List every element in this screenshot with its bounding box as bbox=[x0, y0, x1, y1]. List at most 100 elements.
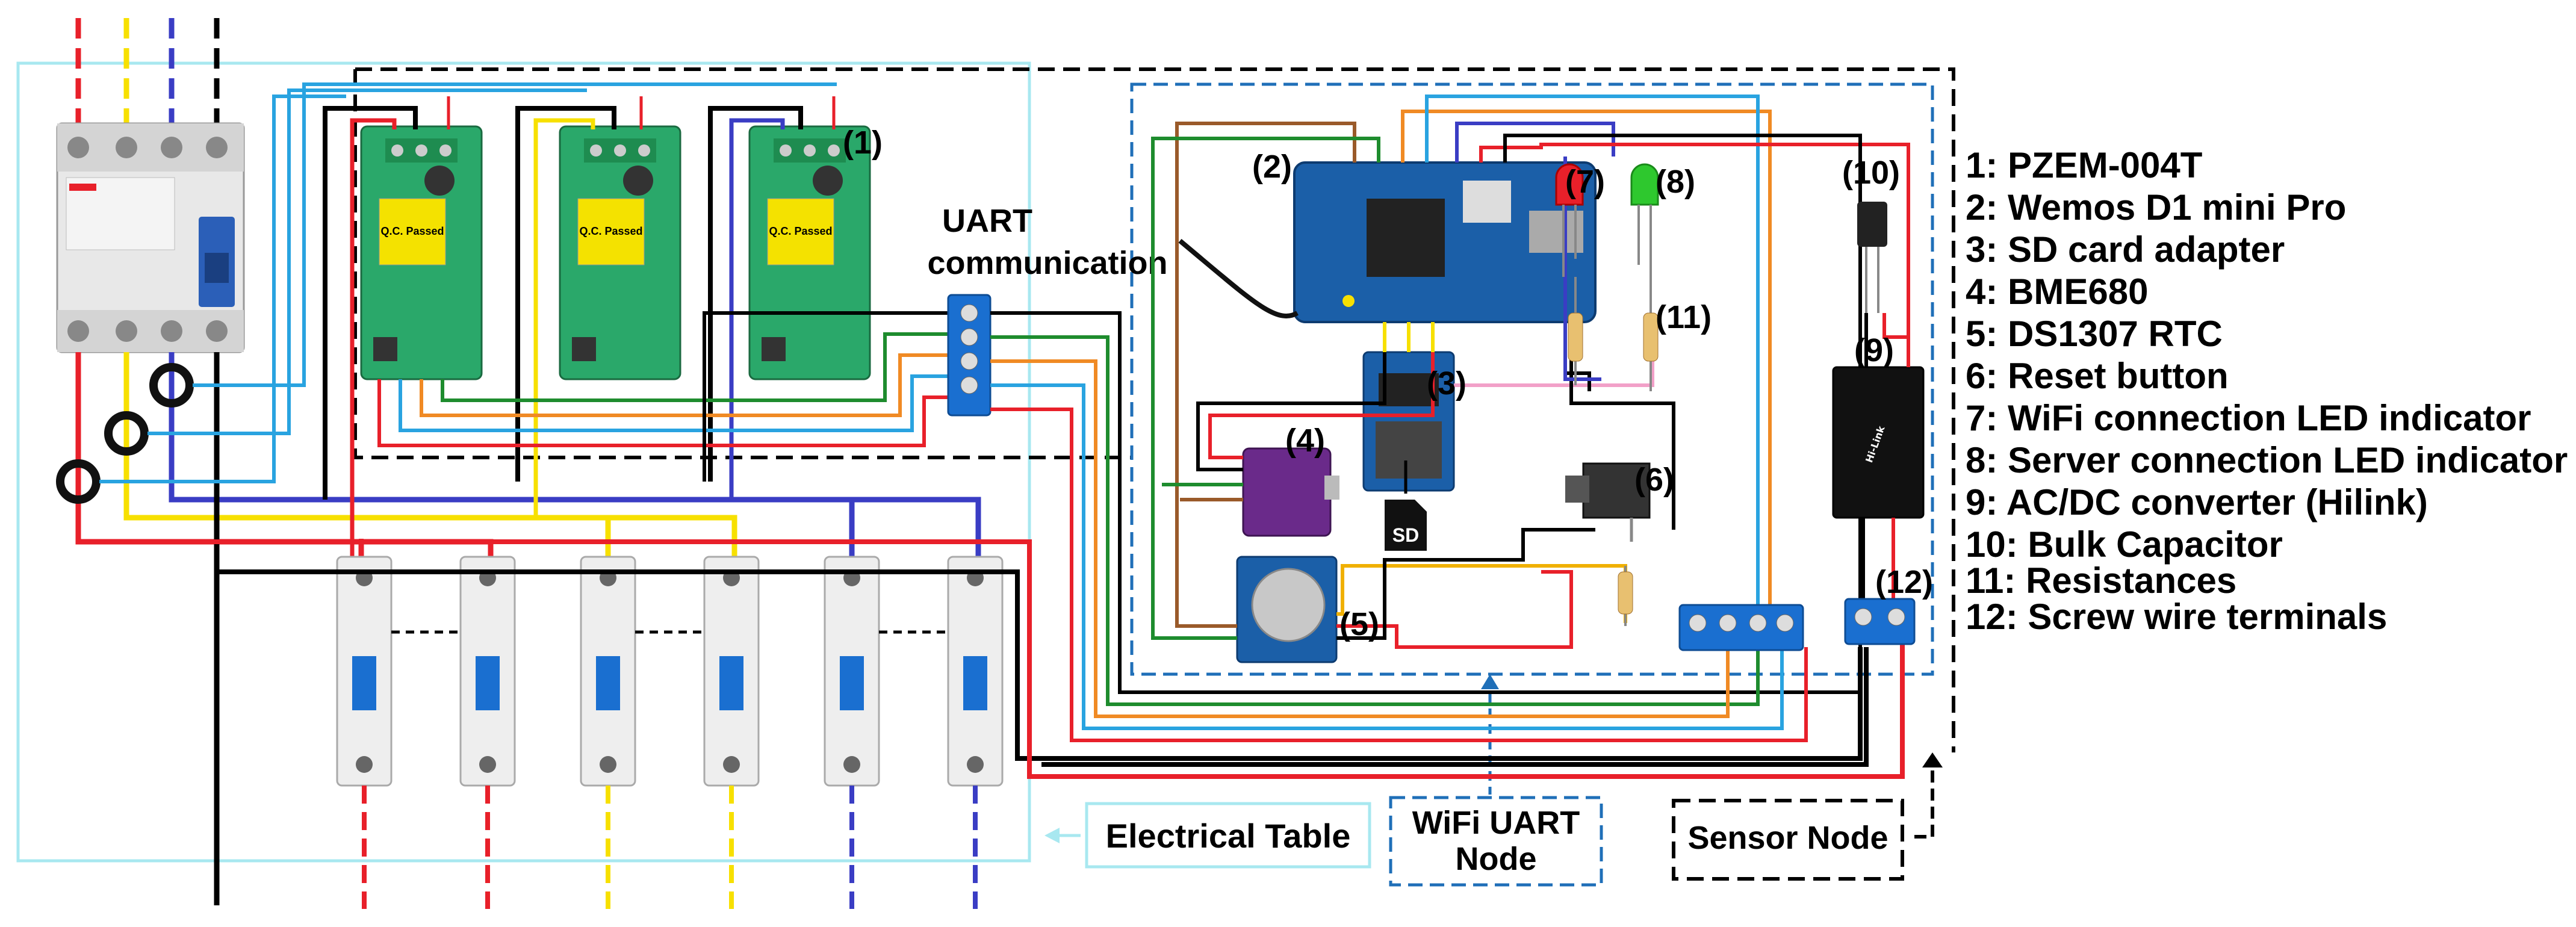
uart-terminal-block bbox=[947, 294, 992, 417]
power-black-to-node-2 bbox=[1041, 647, 1869, 767]
pzem-badge: Q.C. Passed bbox=[380, 225, 444, 237]
current-transformer-2 bbox=[104, 411, 149, 456]
resistor-3 bbox=[1618, 566, 1633, 626]
uart-bus-orange bbox=[420, 353, 948, 417]
bme680-sensor bbox=[1242, 447, 1339, 537]
label-4: (4) bbox=[1285, 423, 1325, 459]
legend-item-10: 10: Bulk Capacitor bbox=[1966, 524, 2283, 565]
node-wire-brown bbox=[1175, 122, 1356, 628]
phase-yellow-bus bbox=[608, 515, 737, 572]
uart-bus-green bbox=[441, 332, 948, 402]
legend-item-2: 2: Wemos D1 mini Pro bbox=[1966, 187, 2346, 228]
uart-label-line1: UART bbox=[942, 203, 1032, 239]
wifi-uart-label-line1: WiFi UART bbox=[1412, 805, 1580, 841]
uart-bus-blue bbox=[399, 374, 948, 432]
mcb-breaker-1 bbox=[336, 556, 393, 787]
resistor-1 bbox=[1568, 277, 1583, 385]
node-wire-red-power bbox=[1208, 352, 1435, 459]
uart-bus-red bbox=[377, 379, 948, 447]
pzem-badge: Q.C. Passed bbox=[769, 225, 832, 237]
pzem-module-2: Q.C. Passed bbox=[559, 125, 681, 380]
legend-item-7: 7: WiFi connection LED indicator bbox=[1966, 398, 2531, 438]
legend-item-12: 12: Screw wire terminals bbox=[1966, 597, 2387, 637]
sd-card-icon: SD bbox=[1385, 500, 1427, 551]
label-11: (11) bbox=[1656, 299, 1712, 335]
wifi-uart-label-line2: Node bbox=[1456, 841, 1537, 877]
node-wire-orange bbox=[1401, 110, 1772, 647]
label-9: (9) bbox=[1854, 332, 1894, 368]
mcb-breaker-4 bbox=[703, 556, 760, 787]
server-led-green bbox=[1630, 163, 1659, 283]
electrical-table-label: Electrical Table bbox=[1106, 817, 1351, 855]
wemos-d1-mini-pro bbox=[1293, 161, 1597, 323]
node-wire-blue-led bbox=[1563, 157, 1601, 381]
reset-button bbox=[1565, 462, 1651, 542]
power-red-to-node bbox=[78, 539, 1905, 779]
mcb-breaker-6 bbox=[947, 556, 1004, 787]
current-transformer-3 bbox=[56, 459, 101, 504]
pzem1-live bbox=[350, 118, 397, 560]
legend-item-1: 1: PZEM-004T bbox=[1966, 145, 2202, 185]
label-3: (3) bbox=[1427, 365, 1466, 401]
power-black-to-node bbox=[217, 569, 1863, 761]
node-wire-black-gnd bbox=[1196, 322, 1386, 471]
label-1: (1) bbox=[843, 125, 883, 161]
phase-blue-bus bbox=[852, 497, 981, 572]
uart-bus-black bbox=[703, 311, 948, 482]
wifi-node-boundary bbox=[1130, 82, 1934, 676]
wifi-arrow-head bbox=[1481, 674, 1499, 689]
node-wire-red-top bbox=[1479, 143, 1910, 361]
ds1307-rtc bbox=[1236, 556, 1338, 663]
label-7: (7) bbox=[1565, 164, 1605, 200]
label-10: (10) bbox=[1842, 155, 1900, 191]
hilink-out-red bbox=[1882, 313, 1910, 367]
electrical-arrow-head bbox=[1044, 828, 1060, 843]
sensor-node-label: Sensor Node bbox=[1687, 820, 1888, 856]
node-wire-lightblue bbox=[1425, 95, 1760, 647]
phase-yellow-main bbox=[123, 352, 611, 572]
uart-orange-out bbox=[990, 359, 1730, 718]
sensor-arrow-head bbox=[1922, 752, 1943, 767]
node-wire-black-rtc bbox=[1336, 528, 1595, 640]
mcb-breaker-3 bbox=[580, 556, 636, 787]
sensor-arrow bbox=[1914, 761, 1934, 839]
pzem-badge: Q.C. Passed bbox=[579, 225, 642, 237]
sensor-node-box bbox=[1672, 799, 1904, 881]
label-6: (6) bbox=[1634, 462, 1674, 498]
node-wire-pink bbox=[1454, 337, 1654, 387]
legend-item-5: 5: DS1307 RTC bbox=[1966, 314, 2223, 354]
resistor-2 bbox=[1643, 283, 1659, 391]
uart-red-out bbox=[990, 408, 1808, 742]
mcb-breaker-5 bbox=[824, 556, 880, 787]
ct3-leads bbox=[99, 95, 346, 483]
node-wire-green bbox=[1151, 137, 1380, 640]
node-wire-gold bbox=[1336, 564, 1627, 623]
current-transformer-1 bbox=[149, 363, 194, 408]
pzem-module-1: Q.C. Passed bbox=[360, 125, 483, 380]
uart-label-line2: communication bbox=[927, 245, 1167, 281]
ct1-leads bbox=[193, 82, 837, 387]
wifi-uart-node-box bbox=[1389, 796, 1603, 887]
mcb-breaker-2 bbox=[459, 556, 516, 787]
label-12: (12) bbox=[1875, 564, 1933, 600]
label-8: (8) bbox=[1656, 164, 1695, 200]
label-2: (2) bbox=[1252, 149, 1292, 185]
pzem1-supply bbox=[323, 106, 418, 500]
node-wire-red-rtc bbox=[1336, 570, 1573, 649]
node-wire-blue-d2 bbox=[1455, 122, 1615, 163]
pzem2-supply bbox=[515, 106, 616, 482]
pzem2-live bbox=[533, 118, 595, 518]
node-wire-black-reset bbox=[1569, 322, 1675, 530]
screw-terminal-2way bbox=[1844, 598, 1916, 645]
legend-item-8: 8: Server connection LED indicator bbox=[1966, 440, 2568, 480]
electrical-table-box bbox=[1085, 802, 1371, 869]
legend-item-4: 4: BME680 bbox=[1966, 271, 2148, 312]
bulk-capacitor bbox=[1857, 202, 1887, 313]
screw-terminal-4way bbox=[1678, 604, 1804, 651]
label-5: (5) bbox=[1339, 606, 1379, 642]
hilink-converter: Hi-Link bbox=[1832, 366, 1925, 519]
pzem3-supply bbox=[708, 106, 803, 482]
phase-blue-main bbox=[169, 352, 855, 572]
electrical-table-boundary bbox=[16, 61, 1031, 863]
